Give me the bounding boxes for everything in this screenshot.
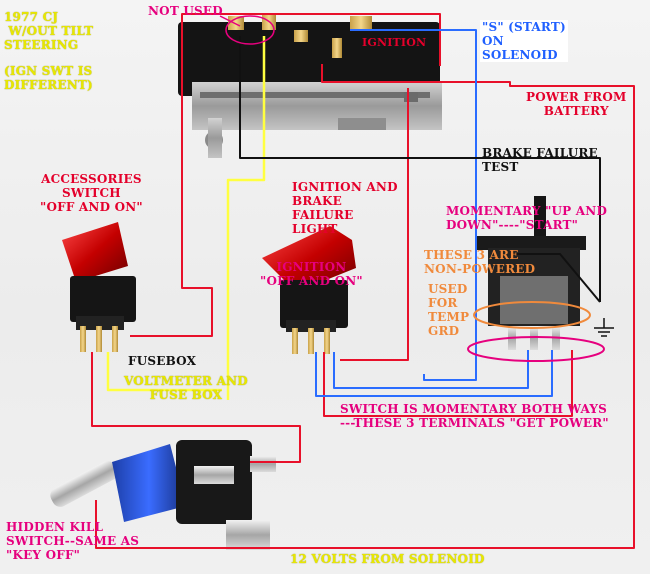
ignition-off-on-label: IGNITION "OFF AND ON" <box>260 260 363 288</box>
ignition-brake-light-label: IGNITION AND BRAKE FAILURE LIGHT <box>292 180 398 236</box>
accessories-switch-label: ACCESSORIES SWITCH "OFF AND ON" <box>40 172 143 214</box>
yellow-wire-voltmeter <box>226 36 266 400</box>
accessories-switch-photo <box>62 222 136 352</box>
red-wire-ign <box>340 88 409 361</box>
model-label: 1977 CJ W/OUT TILT STEERING <box>4 10 94 52</box>
powered-marker <box>467 336 605 362</box>
red-wire-top <box>181 13 441 66</box>
brake-failure-test-label: BRAKE FAILURE TEST <box>482 146 598 174</box>
blue-wire-brake <box>333 350 529 389</box>
not-used-marker <box>225 15 275 45</box>
kill-switch-photo <box>50 440 276 550</box>
hidden-kill-label: HIDDEN KILL SWITCH--SAME AS "KEY OFF" <box>6 520 140 562</box>
not-used-label: NOT USED <box>148 4 223 18</box>
twelve-volts-label: 12 VOLTS FROM SOLENOID <box>290 552 485 566</box>
red-wire-power <box>95 64 635 549</box>
black-wire-ground <box>512 253 601 303</box>
non-powered-label: THESE 3 ARE NON-POWERED <box>424 248 536 276</box>
voltmeter-label: VOLTMETER AND FUSE BOX <box>124 374 248 402</box>
ignition-brake-switch-photo <box>262 226 356 354</box>
power-from-battery-label: POWER FROM BATTERY <box>526 90 627 118</box>
ignition-terminal-label: IGNITION <box>362 36 427 49</box>
temp-ground-label: USED FOR TEMP GRD <box>428 282 470 338</box>
momentary-label: MOMENTARY "UP AND DOWN"----"START" <box>446 204 608 232</box>
fusebox-label: FUSEBOX <box>128 354 197 368</box>
blue-wire-ign-switch <box>315 350 553 397</box>
ignition-switch-photo <box>178 14 442 158</box>
red-wire-start-power <box>323 350 573 417</box>
red-wire-kill <box>91 352 301 463</box>
ground-icon <box>594 318 614 337</box>
start-solenoid-label: "S" (START) ON SOLENOID <box>480 20 568 62</box>
ign-note-label: (IGN SWT IS DIFFERENT) <box>4 64 93 92</box>
non-powered-marker <box>473 301 591 329</box>
yellow-wire-fusebox <box>106 352 222 392</box>
momentary-both-label: SWITCH IS MOMENTARY BOTH WAYS ---THESE 3… <box>340 402 609 430</box>
red-wire-accessories <box>130 22 213 337</box>
blue-wire-start <box>350 29 477 381</box>
black-wire-brake-test <box>239 36 601 302</box>
